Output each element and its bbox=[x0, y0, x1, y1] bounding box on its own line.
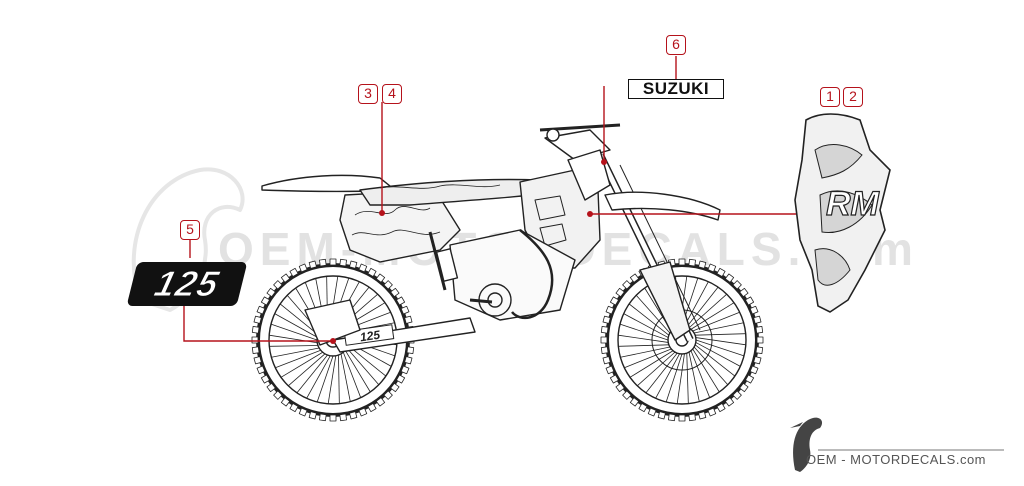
leader-dots bbox=[330, 159, 607, 344]
suzuki-logo-decal: SUZUKI bbox=[628, 79, 724, 99]
swingarm bbox=[332, 317, 476, 353]
number-125-text: 125 bbox=[150, 263, 224, 305]
suzuki-logo-text: SUZUKI bbox=[642, 79, 710, 98]
callout-3[interactable]: 3 bbox=[358, 84, 378, 104]
callout-2[interactable]: 2 bbox=[843, 87, 863, 107]
rear-shock bbox=[428, 231, 447, 291]
front-fender bbox=[604, 191, 721, 221]
bird-logo-icon bbox=[790, 417, 1004, 472]
fork-guard-graphic-text: RM bbox=[826, 185, 880, 223]
footer-brand-text[interactable]: OEM - MOTORDECALS.com bbox=[806, 452, 987, 467]
leader-lines bbox=[183, 56, 796, 342]
exhaust-pipe bbox=[511, 229, 554, 320]
callout-6[interactable]: 6 bbox=[666, 35, 686, 55]
callout-5[interactable]: 5 bbox=[180, 220, 200, 240]
chain-guard bbox=[304, 299, 361, 346]
front-wheel bbox=[600, 258, 764, 422]
fork-guard bbox=[639, 261, 691, 341]
swingarm-decal-text: 125 bbox=[359, 328, 381, 345]
front-number-plate bbox=[567, 149, 611, 201]
callout-1[interactable]: 1 bbox=[820, 87, 840, 107]
fork-guard-decal-illustration: RM bbox=[794, 113, 891, 313]
callout-4[interactable]: 4 bbox=[382, 84, 402, 104]
number-125-decal: 125 bbox=[126, 262, 248, 306]
